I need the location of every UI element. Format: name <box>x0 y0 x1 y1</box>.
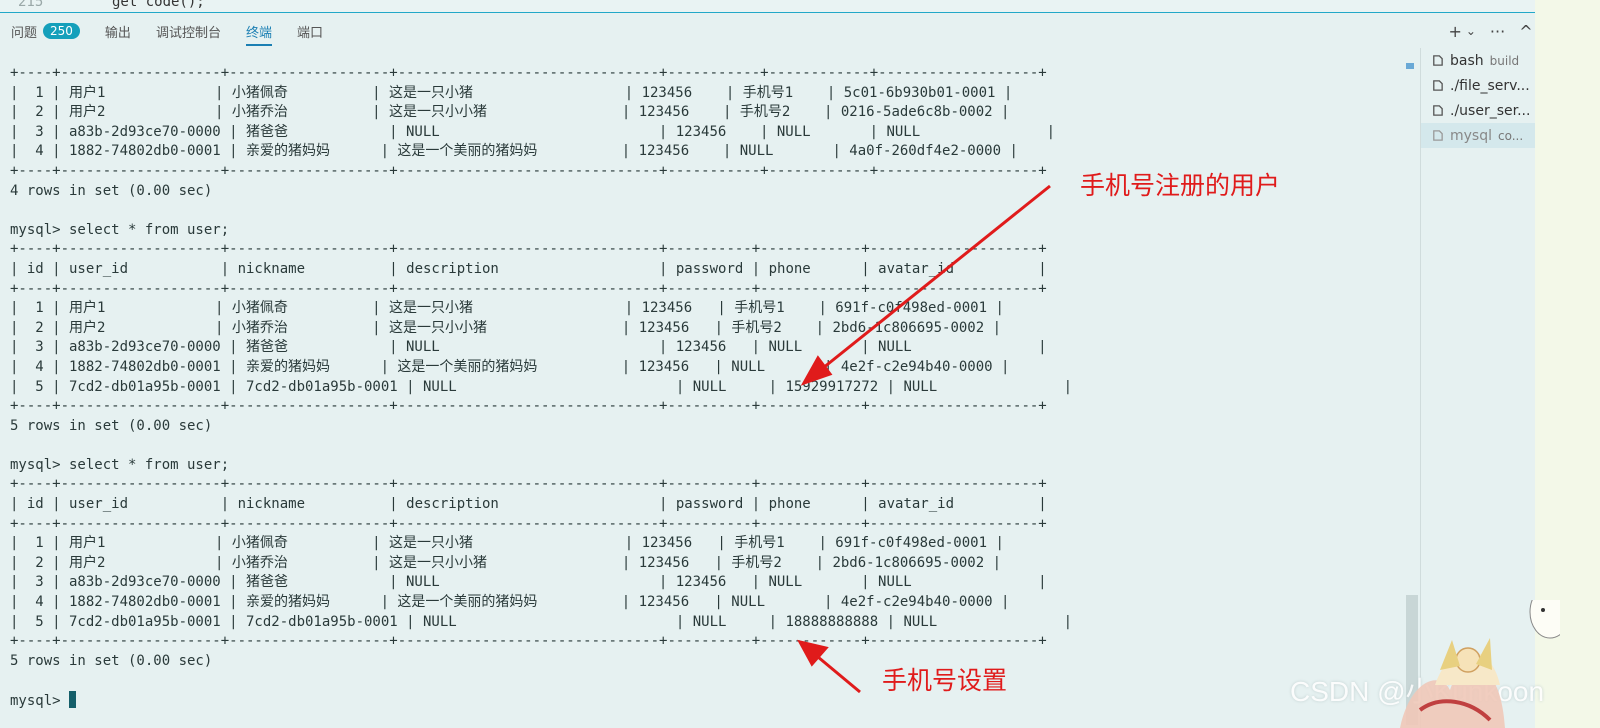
terminal-line: | 3 | a83b-2d93ce70-0000 | 猪爸爸 | NULL | … <box>10 339 1047 356</box>
annotation-top: 手机号注册的用户 <box>1080 172 1281 200</box>
tab-output[interactable]: 输出 <box>105 14 131 48</box>
tab-label: 终端 <box>245 25 272 41</box>
terminal-line: | 1 | 用户1 | 小猪佩奇 | 这是一只小猪 | 123456 | 手机号… <box>10 535 1004 552</box>
tab-ports[interactable]: 端口 <box>297 14 323 48</box>
terminal-line: | 2 | 用户2 | 小猪乔治 | 这是一只小小猪 | 123456 | 手机… <box>10 554 1002 571</box>
problems-count-badge: 250 <box>43 23 80 39</box>
terminal-line: | 5 | 7cd2-db01a95b-0001 | 7cd2-db01a95b… <box>10 378 1073 395</box>
terminal-line: | 4 | 1882-74802db0-0001 | 亲爱的猪妈妈 | 这是一个… <box>10 358 1010 375</box>
terminal-line: | id | user_id | nickname | description … <box>10 496 1047 513</box>
terminal-line: | 2 | 用户2 | 小猪乔治 | 这是一只小小猪 | 123456 | 手机… <box>10 104 1010 121</box>
code-line: get code(); <box>112 0 205 10</box>
terminal-line: +----+-------------------+--------------… <box>10 476 1047 493</box>
terminal-line: +----+-------------------+--------------… <box>10 633 1047 650</box>
terminal-lines: +----+-------------------+--------------… <box>10 64 1405 691</box>
terminal-item-user-server[interactable]: ./user_ser... <box>1421 98 1536 123</box>
terminal-line: | 4 | 1882-74802db0-0001 | 亲爱的猪妈妈 | 这是一个… <box>10 594 1010 611</box>
terminal-item-label: bash <box>1450 52 1484 69</box>
terminal-line <box>10 201 1405 221</box>
terminal-line: 4 rows in set (0.00 sec) <box>10 182 213 199</box>
terminal-prompt: mysql> <box>10 693 70 709</box>
tab-terminal[interactable]: 终端 <box>245 14 272 48</box>
terminal-icon <box>1433 105 1443 116</box>
terminal-line: +----+-------------------+--------------… <box>10 162 1047 179</box>
terminal-item-label: mysql <box>1450 127 1492 144</box>
terminal-line: | 5 | 7cd2-db01a95b-0001 | 7cd2-db01a95b… <box>10 613 1073 630</box>
annotation-bottom: 手机号设置 <box>882 667 1008 695</box>
terminal-line: mysql> select * from user; <box>10 456 230 473</box>
terminal-line: 5 rows in set (0.00 sec) <box>10 652 213 669</box>
terminal-line: | id | user_id | nickname | description … <box>10 260 1047 277</box>
terminal-list: bash build ./file_serv... ./user_ser... … <box>1420 48 1536 728</box>
panel-tabs: 问题 250 输出 调试控制台 终端 端口 <box>0 14 1600 48</box>
scrollbar-marker <box>1406 63 1414 69</box>
terminal-line <box>10 671 1405 691</box>
chevron-down-icon[interactable]: ⌄ <box>1465 24 1476 38</box>
terminal-item-label: ./file_serv... <box>1450 77 1530 94</box>
terminal-icon <box>1433 80 1443 91</box>
tab-label: 问题 <box>11 25 38 41</box>
terminal-icon <box>1433 55 1443 66</box>
terminal-line: +----+-------------------+--------------… <box>10 241 1047 258</box>
line-number: 215 <box>18 0 44 10</box>
terminal-item-mysql[interactable]: mysql co... <box>1421 123 1536 148</box>
terminal-line: | 2 | 用户2 | 小猪乔治 | 这是一只小小猪 | 123456 | 手机… <box>10 319 1002 336</box>
terminal-line: +----+-------------------+--------------… <box>10 398 1047 415</box>
tab-debug-console[interactable]: 调试控制台 <box>156 14 221 48</box>
terminal-line: | 3 | a83b-2d93ce70-0000 | 猪爸爸 | NULL | … <box>10 574 1047 591</box>
tab-label: 调试控制台 <box>155 25 221 41</box>
terminal-item-label: ./user_ser... <box>1450 102 1531 119</box>
terminal-item-sub: co... <box>1498 128 1524 143</box>
terminal-output[interactable]: +----+-------------------+--------------… <box>10 64 1405 728</box>
tab-label: 端口 <box>296 25 323 41</box>
editor-strip: 215 get code(); <box>0 0 1600 13</box>
terminal-line: | 4 | 1882-74802db0-0001 | 亲爱的猪妈妈 | 这是一个… <box>10 143 1018 160</box>
terminal-line: +----+-------------------+--------------… <box>10 515 1047 532</box>
terminal-line: +----+-------------------+--------------… <box>10 65 1047 81</box>
terminal-line: | 1 | 用户1 | 小猪佩奇 | 这是一只小猪 | 123456 | 手机号… <box>10 300 1004 317</box>
terminal-icon <box>1433 130 1443 141</box>
terminal-line: 5 rows in set (0.00 sec) <box>10 417 213 434</box>
maximize-icon[interactable]: ^ <box>1519 21 1533 41</box>
terminal-item-sub: build <box>1489 53 1520 68</box>
terminal-line: +----+-------------------+--------------… <box>10 280 1047 297</box>
terminal-line: | 1 | 用户1 | 小猪佩奇 | 这是一只小猪 | 123456 | 手机号… <box>10 84 1013 101</box>
terminal-item-file-server[interactable]: ./file_serv... <box>1421 73 1536 98</box>
terminal-line: mysql> select * from user; <box>10 221 230 238</box>
tab-problems[interactable]: 问题 250 <box>11 14 80 48</box>
scrollbar-thumb[interactable] <box>1406 595 1418 725</box>
more-icon[interactable]: ··· <box>1489 21 1506 41</box>
mascot-image <box>1400 600 1560 728</box>
add-terminal-icon[interactable]: + <box>1448 21 1462 41</box>
terminal-line <box>10 436 1405 456</box>
tab-label: 输出 <box>104 25 131 41</box>
terminal-item-bash[interactable]: bash build <box>1421 48 1536 73</box>
terminal-line: | 3 | a83b-2d93ce70-0000 | 猪爸爸 | NULL | … <box>10 123 1056 140</box>
terminal-cursor <box>69 691 77 708</box>
